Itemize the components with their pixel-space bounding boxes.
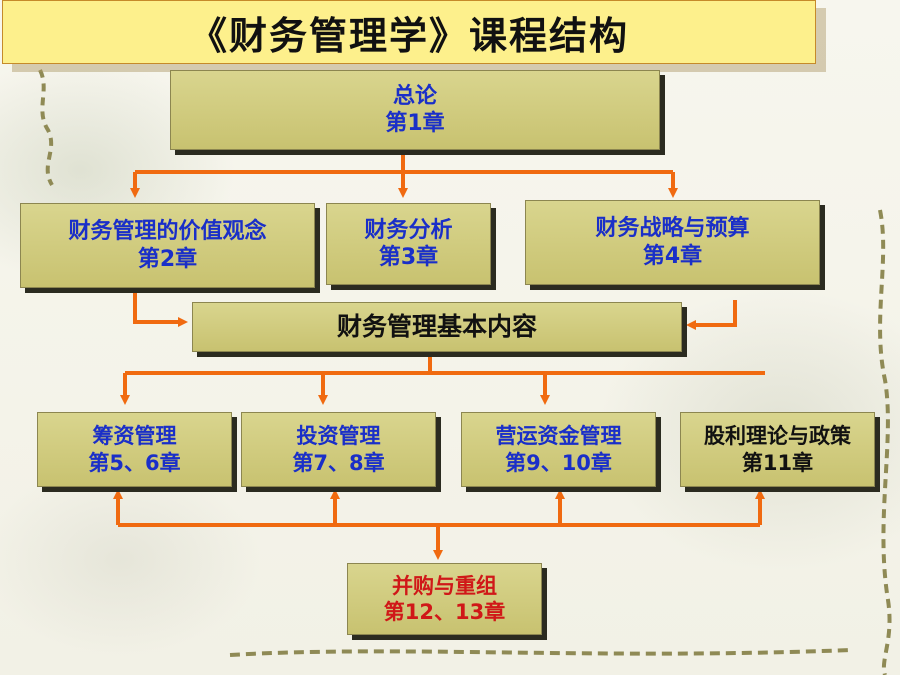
box-working-capital-chapter: 第9、10章 [505,450,612,475]
page-title: 《财务管理学》课程结构 [188,12,629,58]
box-value: 财务管理的价值观念 第2章 [20,203,315,288]
box-intro-chapter: 第1章 [385,111,445,136]
box-analysis-name: 财务分析 [364,217,453,243]
box-strategy: 财务战略与预算 第4章 [525,200,820,285]
box-analysis: 财务分析 第3章 [326,203,491,285]
box-working-capital-name: 营运资金管理 [495,424,622,449]
box-financing: 筹资管理 第5、6章 [37,412,232,487]
arrow-value-basic [133,292,188,327]
box-basic: 财务管理基本内容 [192,302,682,352]
box-working-capital: 营运资金管理 第9、10章 [461,412,656,487]
box-financing-chapter: 第5、6章 [88,450,181,475]
box-strategy-name: 财务战略与预算 [595,216,750,241]
box-basic-name: 财务管理基本内容 [336,312,537,342]
box-investment-chapter: 第7、8章 [292,450,385,475]
box-analysis-chapter: 第3章 [378,245,439,270]
box-intro: 总论 第1章 [170,70,660,150]
title-banner: 《财务管理学》课程结构 [2,0,816,64]
box-investment: 投资管理 第7、8章 [241,412,436,487]
box-intro-name: 总论 [392,83,437,109]
arrow-strategy-basic [686,300,737,330]
box-financing-name: 筹资管理 [92,424,177,449]
box-value-name: 财务管理的价值观念 [68,219,267,244]
box-dividend: 股利理论与政策 第11章 [680,412,875,487]
box-strategy-chapter: 第4章 [642,243,703,269]
box-investment-name: 投资管理 [296,424,381,449]
box-dividend-chapter: 第11章 [741,450,814,475]
box-ma: 并购与重组 第12、13章 [347,563,542,635]
box-value-chapter: 第2章 [137,246,198,272]
box-ma-name: 并购与重组 [392,573,497,598]
box-ma-chapter: 第12、13章 [383,600,506,624]
box-dividend-name: 股利理论与政策 [704,424,851,449]
